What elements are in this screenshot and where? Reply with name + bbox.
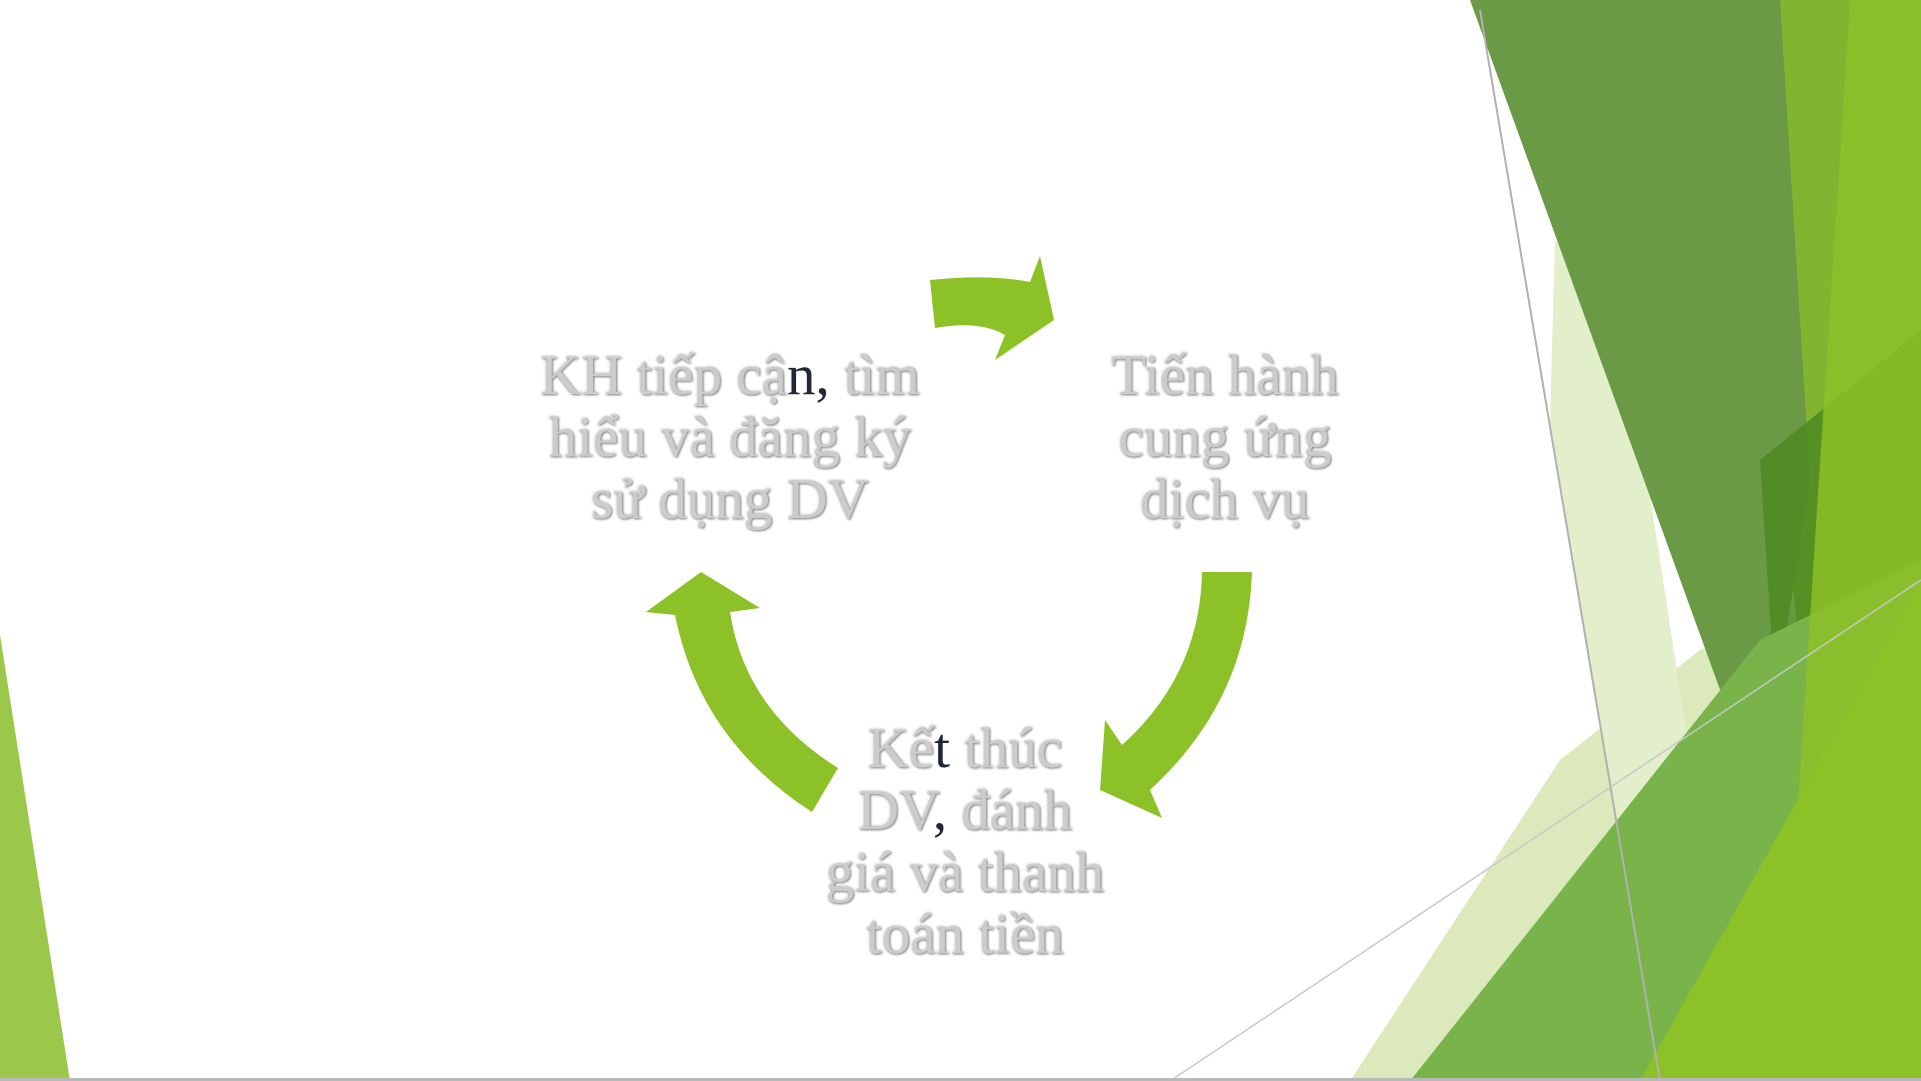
step-text-fragment: hiểu và đăng ký: [549, 406, 911, 469]
step-text-fragment: giá và thanh: [826, 841, 1105, 904]
step-3-line: toán tiền: [800, 904, 1130, 966]
step-text-fragment: tìm: [830, 344, 920, 407]
step-text-fragment: Kế: [868, 717, 934, 780]
step-2-line: cung ứng: [1055, 407, 1395, 469]
step-text-fragment: DV: [858, 779, 933, 842]
highlighted-text: t: [934, 717, 950, 780]
step-text-fragment: thúc: [950, 717, 1062, 780]
step-2-line: dịch vụ: [1055, 469, 1395, 531]
step-text-fragment: sử dụng DV: [591, 468, 869, 531]
step-text-fragment: toán tiền: [866, 903, 1064, 966]
step-1-line: sử dụng DV: [520, 469, 940, 531]
highlighted-text: n,: [787, 344, 830, 407]
curved-arrow-top-icon: [930, 256, 1054, 360]
step-1-line: KH tiếp cận, tìm: [520, 345, 940, 407]
step-3-line: Kết thúc: [800, 718, 1130, 780]
step-3-line: DV, đánh: [800, 780, 1130, 842]
step-text-fragment: đánh: [947, 779, 1072, 842]
step-3-line: giá và thanh: [800, 842, 1130, 904]
step-1-line: hiểu và đăng ký: [520, 407, 940, 469]
step-2-line: Tiến hành: [1055, 345, 1395, 407]
step-text-fragment: KH tiếp cậ: [540, 344, 787, 407]
step-text-fragment: dịch vụ: [1140, 468, 1309, 531]
step-text-fragment: cung ứng: [1119, 406, 1332, 469]
step-text-fragment: Tiến hành: [1111, 344, 1339, 407]
highlighted-text: ,: [933, 779, 947, 842]
